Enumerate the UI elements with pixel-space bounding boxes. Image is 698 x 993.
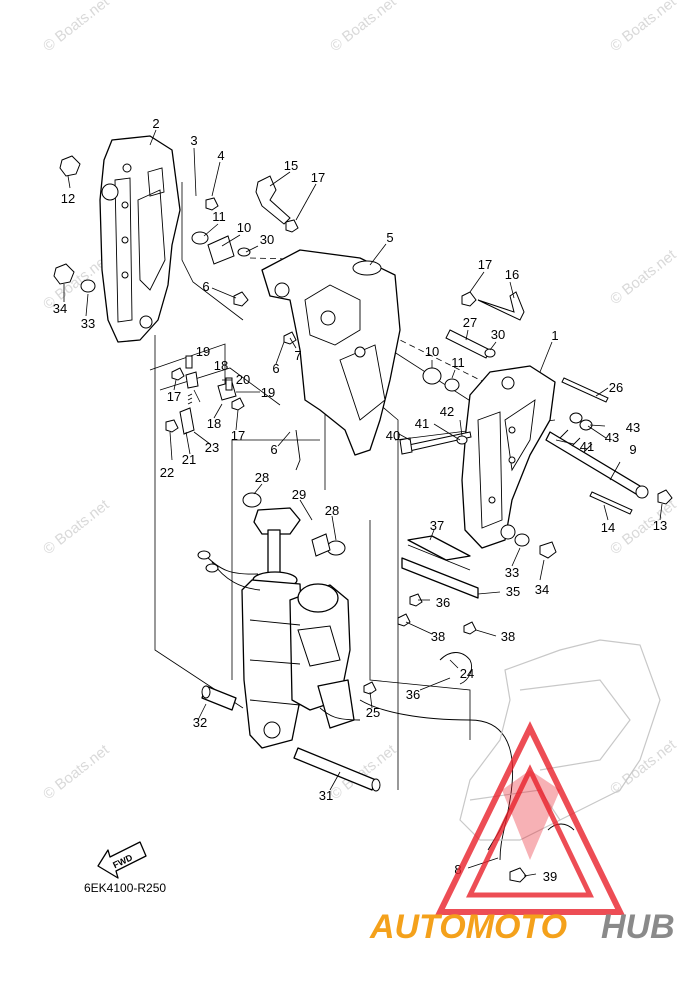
brand-logo: AUTOMOTO HUB [369,721,675,946]
forward-arrow: FWD [97,841,147,879]
logo-text-hub: HUB [601,908,675,946]
label-2: 2 [152,116,159,131]
label-21: 21 [182,452,196,467]
label-17a: 17 [311,170,325,185]
label-15: 15 [284,158,298,173]
leader-lines [63,129,663,877]
label-14: 14 [601,520,615,535]
label-28a: 28 [255,470,269,485]
label-38b: 38 [501,629,515,644]
label-1: 1 [551,328,558,343]
watermark: © Boats.net [607,736,680,798]
label-18b: 18 [207,416,221,431]
label-12: 12 [61,191,75,206]
watermark: © Boats.net [40,496,113,558]
label-26: 26 [609,380,623,395]
label-34a: 34 [53,301,67,316]
label-40: 40 [386,428,400,443]
label-37: 37 [430,518,444,533]
label-19b: 19 [261,385,275,400]
label-6c: 6 [270,442,277,457]
label-5: 5 [386,230,393,245]
watermark: © Boats.net [327,0,400,55]
label-30b: 30 [491,327,505,342]
label-17b: 17 [478,257,492,272]
label-33b: 33 [505,565,519,580]
label-9: 9 [629,442,636,457]
tilt-shaft [545,429,649,499]
logo-triangle-fill [502,770,560,860]
label-6a: 6 [202,279,209,294]
label-16: 16 [505,267,519,282]
label-22: 22 [160,465,174,480]
label-11b: 11 [451,355,465,370]
watermark: © Boats.net [607,246,680,308]
upper-parts [255,175,525,359]
clip-hardware [179,355,237,435]
label-23: 23 [205,440,219,455]
label-25: 25 [366,705,380,720]
label-36b: 36 [406,687,420,702]
label-36a: 36 [436,595,450,610]
label-18a: 18 [214,358,228,373]
watermark: © Boats.net [607,0,680,55]
shafts-lower [201,685,381,792]
label-43b: 43 [605,430,619,445]
watermark: © Boats.net [40,741,113,803]
label-34b: 34 [535,582,549,597]
power-trim-tilt-unit [197,507,361,749]
label-11a: 11 [212,209,226,224]
left-clamp-bracket [99,135,181,343]
label-7: 7 [294,348,301,363]
label-33a: 33 [81,316,95,331]
label-32: 32 [193,715,207,730]
diagram-code: 6EK4100-R250 [84,881,166,895]
label-41a: 41 [415,416,429,431]
logo-triangle-inner [466,764,594,898]
small-fasteners [53,155,673,883]
label-10b: 10 [425,344,439,359]
label-35: 35 [506,584,520,599]
logo-text-automoto: AUTOMOTO [369,908,567,946]
label-17d: 17 [231,428,245,443]
label-38a: 38 [431,629,445,644]
label-42: 42 [440,404,454,419]
label-3: 3 [190,133,197,148]
tilt-rod-bushings [242,492,346,557]
right-clamp-bracket [461,365,556,549]
swivel-bracket [261,249,401,456]
label-29: 29 [292,487,306,502]
logo-triangle-outer [435,721,625,915]
label-31: 31 [319,788,333,803]
label-20: 20 [236,372,250,387]
label-6b: 6 [272,361,279,376]
anode-plates [401,535,479,599]
label-28b: 28 [325,503,339,518]
label-10a: 10 [237,220,251,235]
label-30a: 30 [260,232,274,247]
label-13: 13 [653,518,667,533]
label-17c: 17 [167,389,181,404]
label-39: 39 [543,869,557,884]
watermark: © Boats.net [40,0,113,55]
label-43a: 43 [626,420,640,435]
label-4: 4 [217,148,224,163]
label-19a: 19 [196,344,210,359]
part-labels: 2 3 4 12 15 17 11 10 30 5 6 34 33 17 16 … [53,116,667,884]
label-27: 27 [463,315,477,330]
label-41b: 41 [580,439,594,454]
label-24: 24 [460,666,474,681]
